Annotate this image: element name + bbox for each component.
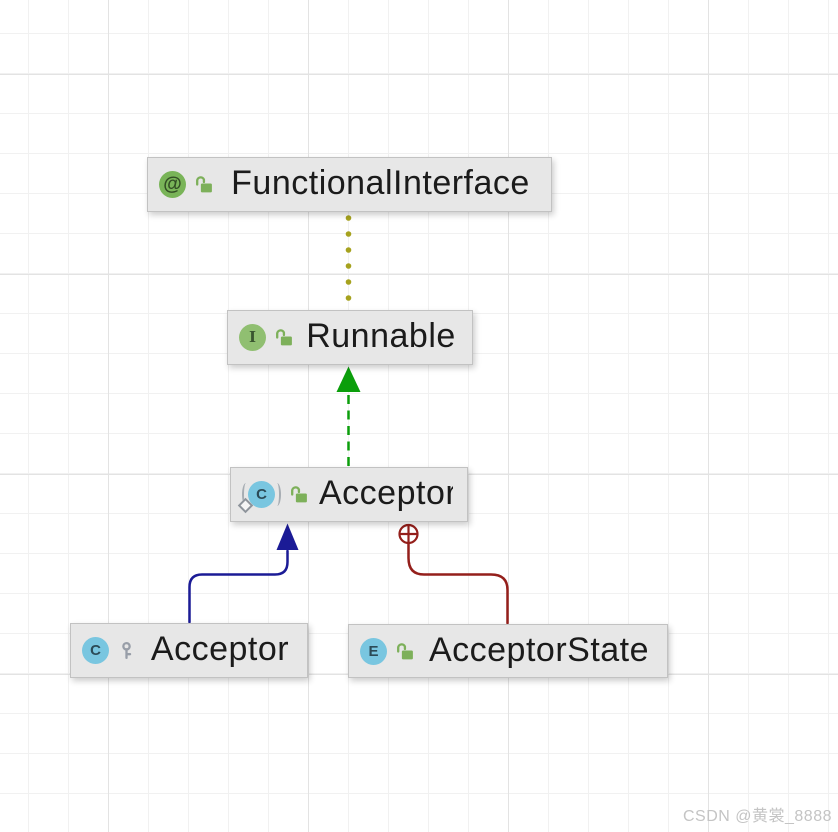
node-label: AcceptorState	[428, 632, 650, 669]
public-lock-icon	[288, 484, 309, 505]
right-paren-decoration	[273, 483, 281, 506]
enum-icon: E	[360, 637, 387, 665]
node-label: Acceptor	[150, 632, 290, 668]
runnable-class-icon: C	[237, 481, 281, 514]
interface-glyph: I	[248, 328, 257, 346]
annotation-glyph: @	[163, 174, 182, 195]
extends-edge-line	[188, 549, 289, 624]
class-icon: C	[82, 637, 109, 664]
node-acceptor[interactable]: C Acceptor	[230, 467, 468, 522]
node-acceptorstate[interactable]: E AcceptorState	[348, 624, 668, 678]
csdn-watermark: CSDN @黄裳_8888	[682, 808, 832, 825]
annotation-icon: @	[159, 171, 186, 198]
public-lock-icon	[273, 327, 294, 348]
extends-edge	[188, 523, 299, 624]
annotation-edge-dotted	[345, 215, 352, 301]
node-label: Runnable	[306, 319, 456, 355]
class-glyph: C	[90, 642, 101, 659]
class-glyph: C	[256, 486, 267, 503]
interface-icon: I	[239, 324, 266, 351]
implements-arrowhead	[336, 366, 361, 392]
class-icon: C	[248, 481, 275, 508]
left-paren-decoration	[242, 483, 250, 506]
inner-class-edge-line	[407, 542, 509, 625]
inner-class-edge	[398, 523, 509, 625]
node-runnable[interactable]: I Runnable	[227, 310, 473, 365]
node-label: FunctionalInterface	[231, 166, 530, 202]
node-acceptor-inner[interactable]: C Acceptor	[70, 623, 308, 678]
node-functionalinterface[interactable]: @ FunctionalInterface	[147, 157, 552, 212]
node-label: Acceptor	[319, 476, 453, 512]
implements-edge	[336, 366, 361, 466]
inner-class-expander-icon[interactable]	[398, 523, 419, 545]
package-private-key-icon	[116, 640, 137, 661]
enum-glyph: E	[368, 642, 379, 660]
extends-arrowhead	[276, 523, 299, 550]
public-lock-icon	[394, 641, 415, 662]
public-lock-icon	[193, 174, 214, 195]
